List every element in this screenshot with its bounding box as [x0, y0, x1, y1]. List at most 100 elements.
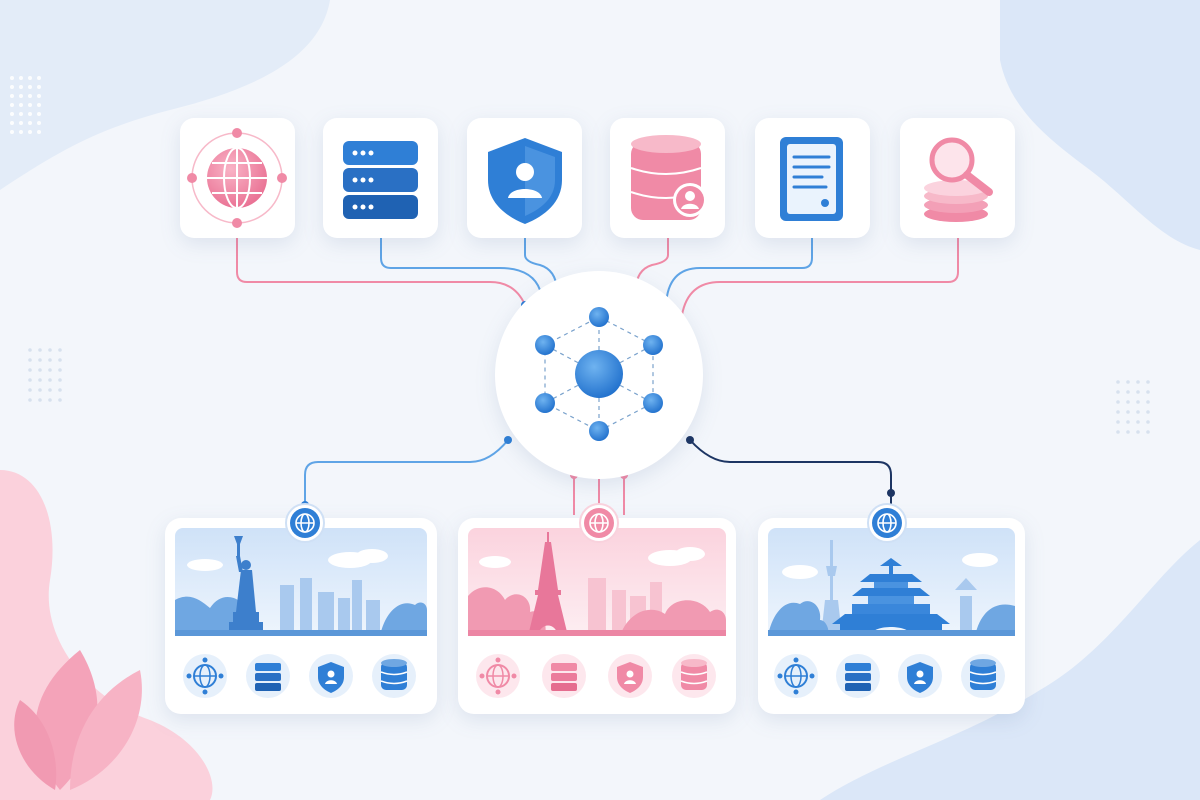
dot-grid-top-left: [10, 76, 41, 134]
region-card-asia[interactable]: [758, 503, 1025, 714]
server-rack-icon[interactable]: [836, 654, 880, 698]
globe-icon: [295, 513, 315, 533]
decor-dot: [28, 94, 32, 98]
service-card-document[interactable]: [755, 118, 870, 238]
region-card-new-york[interactable]: [165, 503, 437, 714]
decor-dot: [37, 94, 41, 98]
decor-dot: [28, 398, 32, 402]
decor-dot: [1116, 410, 1120, 414]
document-icon: [780, 137, 843, 221]
decor-dot: [28, 85, 32, 89]
server-rack-icon: [343, 141, 418, 219]
decor-dot: [28, 130, 32, 134]
link-service-2: [380, 238, 541, 291]
statue-of-liberty: [229, 536, 263, 636]
decor-dot: [1136, 420, 1140, 424]
decor-dot: [1126, 420, 1130, 424]
decor-dot: [38, 398, 42, 402]
region-cards: [165, 503, 1025, 714]
link-service-1: [236, 238, 526, 306]
decor-dot: [1136, 390, 1140, 394]
central-hub[interactable]: [495, 271, 703, 479]
service-card-globe[interactable]: [180, 118, 295, 238]
decor-dot: [1136, 400, 1140, 404]
server-rack-icon[interactable]: [542, 654, 586, 698]
decor-dot: [28, 378, 32, 382]
eiffel-tower-skyline: [468, 528, 726, 636]
dot-grid-right: [1116, 380, 1150, 434]
user-shield-icon[interactable]: [309, 654, 353, 698]
region-card-paris[interactable]: [458, 503, 736, 714]
globe-icon: [589, 513, 609, 533]
decor-dot: [1116, 390, 1120, 394]
decor-dot: [19, 103, 23, 107]
region-service-icons: [183, 654, 416, 698]
decor-dot: [1116, 380, 1120, 384]
decor-dot: [1126, 380, 1130, 384]
region-service-icons: [476, 654, 716, 698]
decor-dot: [10, 121, 14, 125]
decor-dot: [10, 76, 14, 80]
database-icon[interactable]: [961, 654, 1005, 698]
decor-dot: [38, 348, 42, 352]
service-card-user-database[interactable]: [610, 118, 725, 238]
decor-dot: [1136, 430, 1140, 434]
decor-dot: [48, 378, 52, 382]
decor-dot: [37, 85, 41, 89]
region-badge[interactable]: [579, 503, 619, 543]
globe-network-icon: [187, 128, 287, 228]
decor-dot: [37, 112, 41, 116]
decor-dot: [38, 358, 42, 362]
decor-dot: [1116, 430, 1120, 434]
service-cards: [180, 118, 1015, 238]
database-icon[interactable]: [672, 654, 716, 698]
decor-dot: [37, 130, 41, 134]
link-service-6: [681, 238, 959, 316]
decor-dot: [19, 94, 23, 98]
database-icon[interactable]: [372, 654, 416, 698]
link-region-3: [689, 439, 892, 505]
decor-dot: [1126, 390, 1130, 394]
decor-dot: [10, 103, 14, 107]
service-card-server[interactable]: [323, 118, 438, 238]
decor-dot: [37, 121, 41, 125]
blob-bottom-right: [820, 540, 1200, 800]
decor-dot: [38, 388, 42, 392]
globe-network-icon[interactable]: [183, 654, 227, 698]
link-service-5: [665, 238, 813, 306]
blob-top-right: [1000, 0, 1200, 250]
decor-dot: [10, 130, 14, 134]
decor-dot: [19, 121, 23, 125]
decor-dot: [1136, 410, 1140, 414]
region-service-icons: [774, 654, 1005, 698]
decor-dot: [28, 121, 32, 125]
decor-dot: [48, 368, 52, 372]
decor-dot: [28, 348, 32, 352]
eiffel-tower: [528, 532, 568, 636]
server-rack-icon[interactable]: [246, 654, 290, 698]
decor-dot: [48, 348, 52, 352]
globe-network-icon[interactable]: [774, 654, 818, 698]
user-shield-icon[interactable]: [898, 654, 942, 698]
service-card-search[interactable]: [900, 118, 1015, 238]
region-badge[interactable]: [867, 503, 907, 543]
globe-network-icon[interactable]: [476, 654, 520, 698]
user-shield-icon[interactable]: [608, 654, 652, 698]
service-card-security[interactable]: [467, 118, 582, 238]
blob-top-left: [0, 0, 330, 190]
region-badge[interactable]: [285, 503, 325, 543]
decor-dot: [1116, 400, 1120, 404]
decor-dot: [1146, 400, 1150, 404]
decor-dot: [38, 368, 42, 372]
decor-dot: [1126, 430, 1130, 434]
decor-dot: [19, 112, 23, 116]
decor-dot: [28, 368, 32, 372]
decor-dot: [48, 388, 52, 392]
decor-dot: [58, 388, 62, 392]
leaf-decor: [14, 650, 142, 790]
network-hub-icon: [535, 307, 663, 441]
decor-dot: [37, 103, 41, 107]
decor-dot: [1146, 380, 1150, 384]
